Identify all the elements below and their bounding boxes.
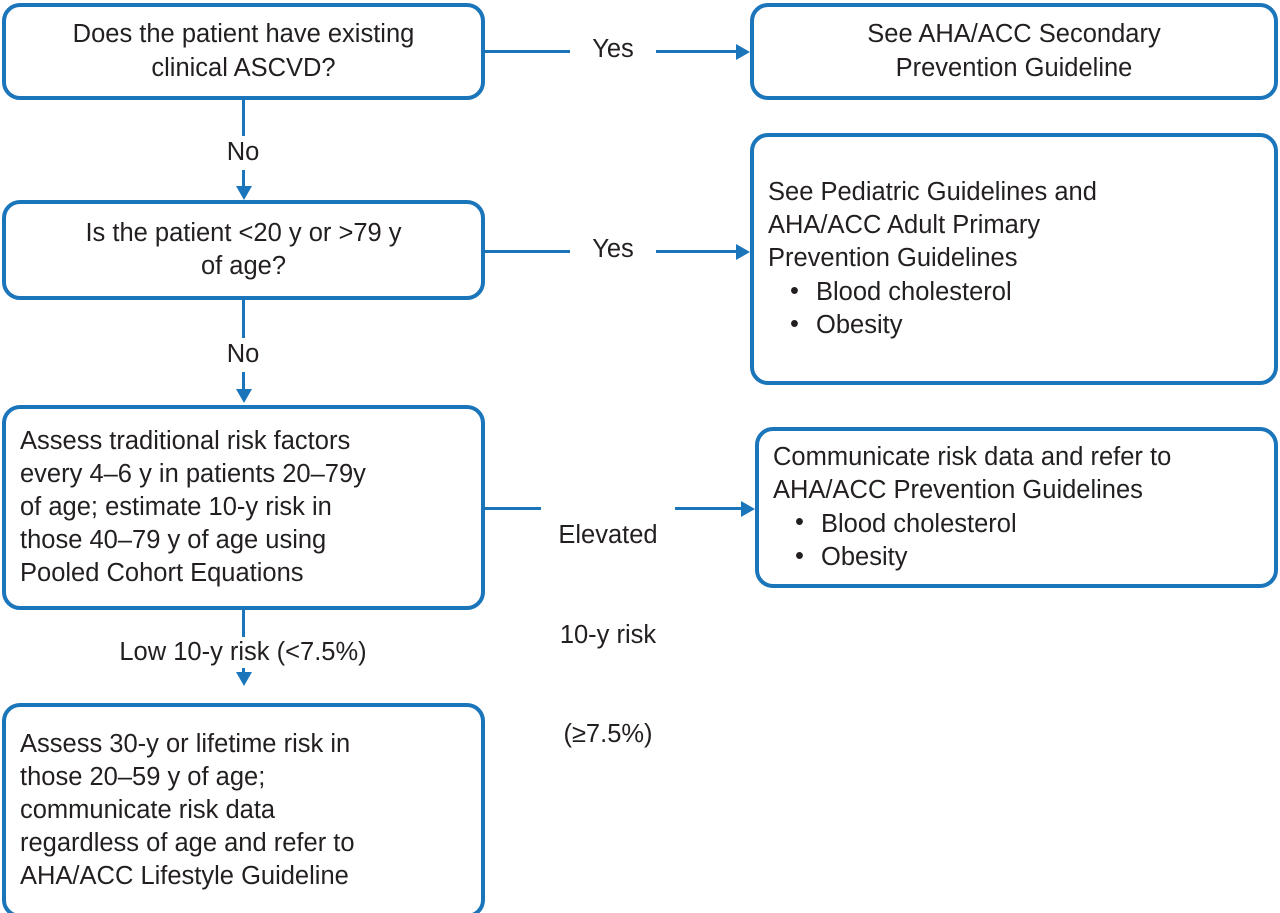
- text-line: clinical ASCVD?: [151, 53, 336, 82]
- text-line: communicate risk data: [20, 795, 276, 824]
- connector-ascvd-no-upper: [242, 100, 245, 136]
- connector-age-no-upper: [242, 300, 245, 338]
- node-secondary-prevention-text: See AHA/ACC Secondary Prevention Guideli…: [754, 18, 1274, 84]
- text-line: See Pediatric Guidelines and: [768, 178, 1097, 207]
- text-line: Prevention Guideline: [895, 53, 1133, 82]
- node-communicate-risk-bullets: Blood cholesterol Obesity: [773, 506, 1260, 574]
- text-line: of age; estimate 10-y risk in: [20, 492, 332, 521]
- node-pediatric-guidelines-text: See Pediatric Guidelines and AHA/ACC Adu…: [754, 176, 1274, 342]
- edge-label-elevated-risk: Elevated 10-y risk (≥7.5%): [541, 453, 675, 818]
- node-ascvd-question[interactable]: Does the patient have existing clinical …: [2, 3, 485, 100]
- text-line: those 20–59 y of age;: [20, 762, 266, 791]
- connector-age-no-lower: [242, 372, 245, 389]
- node-assess-lifetime[interactable]: Assess 30-y or lifetime risk in those 20…: [2, 703, 485, 913]
- node-age-question[interactable]: Is the patient <20 y or >79 y of age?: [2, 200, 485, 300]
- node-ascvd-question-text: Does the patient have existing clinical …: [6, 18, 481, 84]
- node-assess-lifetime-text: Assess 30-y or lifetime risk in those 20…: [6, 728, 481, 894]
- list-item: Obesity: [790, 308, 1260, 342]
- edge-label-age-no: No: [207, 339, 279, 371]
- text-line: AHA/ACC Prevention Guidelines: [773, 476, 1143, 505]
- arrowhead-age-no: [235, 389, 252, 403]
- list-item: Blood cholesterol: [795, 506, 1260, 541]
- node-assess-traditional-text: Assess traditional risk factors every 4–…: [6, 425, 481, 591]
- text-line: Assess 30-y or lifetime risk in: [20, 729, 351, 758]
- text-line: those 40–79 y of age using: [20, 526, 327, 555]
- connector-ascvd-yes-left: [485, 50, 570, 53]
- connector-elevated-risk-right: [673, 507, 741, 510]
- text-line: Is the patient <20 y or >79 y: [85, 218, 402, 247]
- text-line: 10-y risk: [559, 620, 657, 649]
- connector-ascvd-yes-right: [656, 50, 736, 53]
- text-line: Elevated: [558, 521, 658, 550]
- list-item: Blood cholesterol: [790, 275, 1260, 309]
- arrowhead-age-yes: [736, 243, 750, 260]
- node-pediatric-guidelines-bullets: Blood cholesterol Obesity: [768, 275, 1260, 342]
- arrowhead-ascvd-no: [235, 186, 252, 200]
- node-assess-traditional[interactable]: Assess traditional risk factors every 4–…: [2, 405, 485, 610]
- text-line: Does the patient have existing: [72, 20, 415, 49]
- text-line: Prevention Guidelines: [768, 244, 1018, 273]
- list-item: Obesity: [795, 540, 1260, 574]
- text-line: of age?: [200, 252, 287, 280]
- text-line: Communicate risk data and refer to: [773, 443, 1172, 472]
- connector-age-yes-right: [656, 250, 736, 253]
- node-pediatric-guidelines[interactable]: See Pediatric Guidelines and AHA/ACC Adu…: [750, 133, 1278, 385]
- edge-label-low-risk: Low 10-y risk (<7.5%): [93, 637, 393, 669]
- text-line: regardless of age and refer to: [20, 829, 355, 858]
- connector-elevated-risk-left: [485, 507, 543, 510]
- arrowhead-low-risk: [235, 672, 252, 686]
- connector-ascvd-no-lower: [242, 170, 245, 186]
- edge-label-ascvd-yes: Yes: [571, 34, 655, 66]
- edge-label-age-yes: Yes: [571, 234, 655, 266]
- text-line: See AHA/ACC Secondary: [867, 20, 1161, 49]
- text-line: every 4–6 y in patients 20–79y: [20, 459, 366, 488]
- arrowhead-elevated-risk: [741, 500, 755, 517]
- connector-age-yes-left: [485, 250, 570, 253]
- node-communicate-risk-text: Communicate risk data and refer to AHA/A…: [759, 441, 1274, 574]
- edge-label-ascvd-no: No: [207, 137, 279, 169]
- text-line: AHA/ACC Lifestyle Guideline: [20, 862, 349, 891]
- arrowhead-ascvd-yes: [736, 43, 750, 60]
- text-line: (≥7.5%): [563, 720, 653, 749]
- text-line: AHA/ACC Adult Primary: [768, 211, 1041, 240]
- text-line: Assess traditional risk factors: [20, 426, 351, 455]
- node-secondary-prevention[interactable]: See AHA/ACC Secondary Prevention Guideli…: [750, 3, 1278, 100]
- node-communicate-risk[interactable]: Communicate risk data and refer to AHA/A…: [755, 427, 1278, 588]
- node-age-question-text: Is the patient <20 y or >79 y of age?: [6, 217, 481, 283]
- text-line: Pooled Cohort Equations: [20, 559, 304, 588]
